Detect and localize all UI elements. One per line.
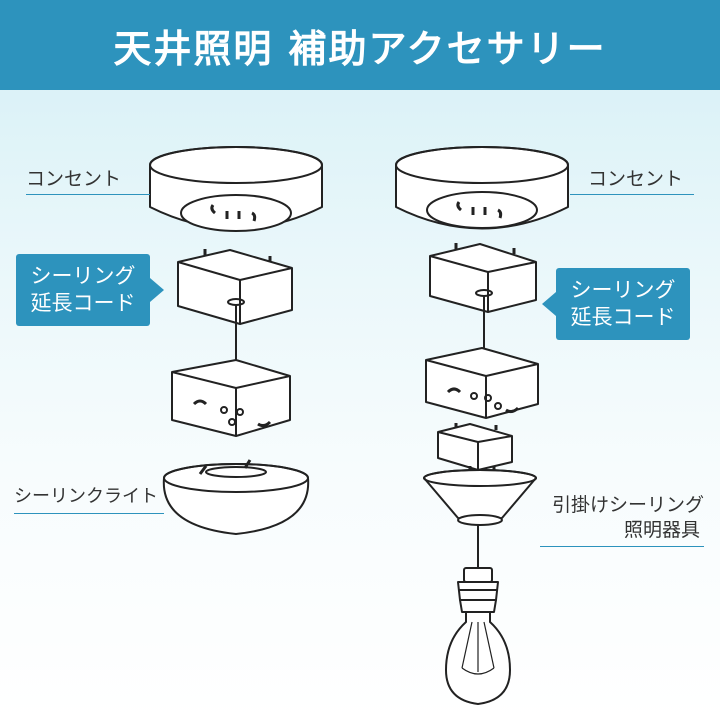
left-light-label: シーリンクライト — [14, 486, 158, 507]
right-ceiling-outlet — [395, 146, 569, 230]
left-ceiling-outlet — [149, 146, 323, 232]
right-cord-callout-line1: シーリング — [570, 277, 676, 302]
right-pendant-canopy — [423, 466, 537, 526]
left-callout-pointer — [150, 278, 164, 302]
right-cord-callout-line2: 延長コード — [570, 305, 676, 329]
left-lower-adapter — [171, 359, 291, 437]
right-callout-pointer — [542, 292, 556, 316]
left-cord-callout: シーリング 延長コード — [16, 254, 150, 326]
left-cord-callout-line2: 延長コード — [30, 291, 136, 315]
left-cord-callout-line1: シーリング — [30, 263, 136, 288]
left-upper-adapter — [177, 249, 293, 325]
header-banner: 天井照明 補助アクセサリー — [0, 0, 720, 90]
left-outlet-label: コンセント — [26, 168, 122, 190]
right-upper-adapter — [429, 243, 537, 313]
left-ceiling-light — [162, 459, 310, 535]
right-lower-adapter — [425, 347, 539, 419]
right-outlet-leader — [570, 194, 694, 195]
right-pendant-leader — [540, 546, 704, 547]
right-cord-callout: シーリング 延長コード — [556, 268, 690, 340]
right-bulb-socket — [457, 567, 499, 613]
right-filament-bulb — [445, 611, 511, 705]
left-light-leader — [14, 513, 164, 514]
left-outlet-leader — [26, 194, 150, 195]
right-hook-connector — [437, 423, 513, 471]
right-pendant-label-line2: 照明器具 — [623, 519, 700, 541]
right-outlet-label: コンセント — [588, 168, 684, 190]
right-pendant-label-line1: 引掛けシーリング — [551, 494, 704, 516]
page-title: 天井照明 補助アクセサリー — [113, 26, 607, 71]
